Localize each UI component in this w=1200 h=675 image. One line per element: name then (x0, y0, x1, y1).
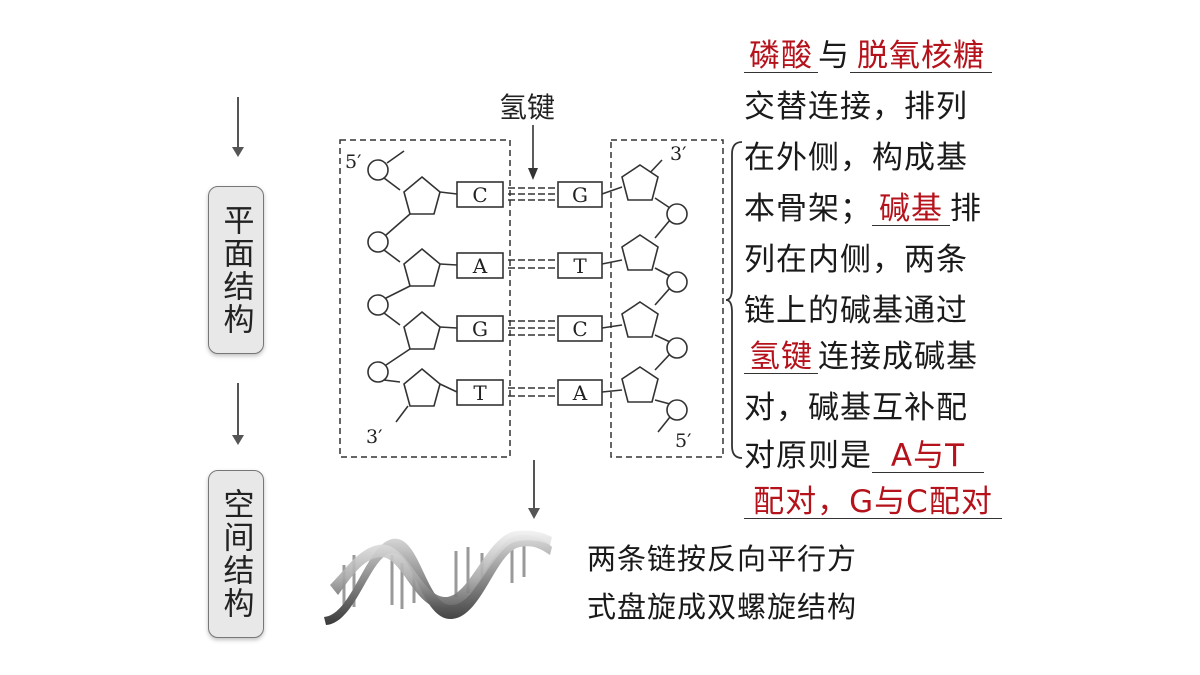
text-line-4: 本骨架；碱基排 (744, 194, 982, 226)
text-line-8: 对，碱基互补配 (744, 390, 968, 426)
double-helix-image (324, 530, 552, 625)
right-strand (601, 159, 688, 433)
text-l1-mid: 与 (818, 38, 850, 74)
planar-structure-label: 平面结构 (217, 204, 254, 336)
right-base-4: A (572, 381, 588, 405)
left-base-2: A (472, 254, 488, 278)
spatial-structure-label: 空间结构 (217, 488, 254, 620)
right-top-prime: 3′ (670, 143, 686, 165)
answer-phosphate: 磷酸 (744, 41, 818, 73)
right-base-1: G (572, 183, 588, 207)
text-line-3: 在外侧，构成基 (744, 140, 968, 176)
curly-brace (726, 141, 743, 459)
answer-hydrogen-bond: 氢键 (744, 342, 818, 374)
text-l9-pre: 对原则是 (744, 438, 872, 474)
dna-planar-diagram: C A G T G T C A 5′ 3′ 3′ 5′ (339, 125, 724, 458)
right-bottom-prime: 5′ (675, 430, 691, 452)
planar-structure-box: 平面结构 (208, 186, 264, 354)
right-base-box-3 (557, 315, 603, 342)
right-base-box-4 (557, 379, 603, 406)
answer-gc-pair: 配对，G与C配对 (744, 487, 1002, 519)
text-line-5: 列在内侧，两条 (744, 242, 968, 278)
left-base-box-4 (456, 379, 504, 406)
left-base-1: C (472, 183, 487, 207)
spatial-structure-box: 空间结构 (208, 470, 264, 638)
right-base-2: T (573, 254, 587, 278)
bottom-text-line-1: 两条链按反向平行方 (587, 542, 858, 576)
left-base-3: G (472, 317, 488, 341)
bottom-arrow (533, 460, 535, 512)
left-bottom-prime: 3′ (366, 426, 382, 448)
right-base-box-1 (557, 181, 603, 208)
text-line-7: 氢键连接成碱基 (744, 342, 978, 374)
left-strand (367, 150, 458, 423)
bottom-arrow-head (528, 508, 540, 519)
left-top-prime: 5′ (345, 151, 361, 173)
left-strand-box (339, 139, 511, 458)
text-l4-post: 排 (950, 191, 982, 227)
hydrogen-bond-arrow (528, 125, 538, 180)
bottom-text-line-2: 式盘旋成双螺旋结构 (587, 590, 858, 624)
left-base-box-1 (456, 181, 504, 208)
answer-at-pair: A与T (872, 441, 984, 473)
text-line-1: 磷酸与脱氧核糖 (744, 41, 992, 73)
text-line-2: 交替连接，排列 (744, 89, 968, 125)
right-strand-box (610, 139, 724, 458)
hydrogen-bonds (508, 187, 558, 397)
answer-deoxyribose: 脱氧核糖 (850, 41, 992, 73)
right-base-box-2 (557, 252, 603, 279)
left-base-box-2 (456, 252, 504, 279)
text-line-6: 链上的碱基通过 (744, 293, 968, 329)
middle-arrow (232, 383, 244, 445)
answer-base: 碱基 (872, 194, 950, 226)
text-l4-pre: 本骨架； (744, 191, 872, 227)
left-base-box-3 (456, 315, 504, 342)
text-l7-post: 连接成碱基 (818, 339, 978, 375)
right-base-3: C (572, 317, 587, 341)
left-base-4: T (473, 381, 487, 405)
text-line-10: 配对，G与C配对 (744, 487, 1002, 519)
top-arrow (232, 97, 244, 157)
hydrogen-bond-label: 氢键 (499, 91, 556, 124)
